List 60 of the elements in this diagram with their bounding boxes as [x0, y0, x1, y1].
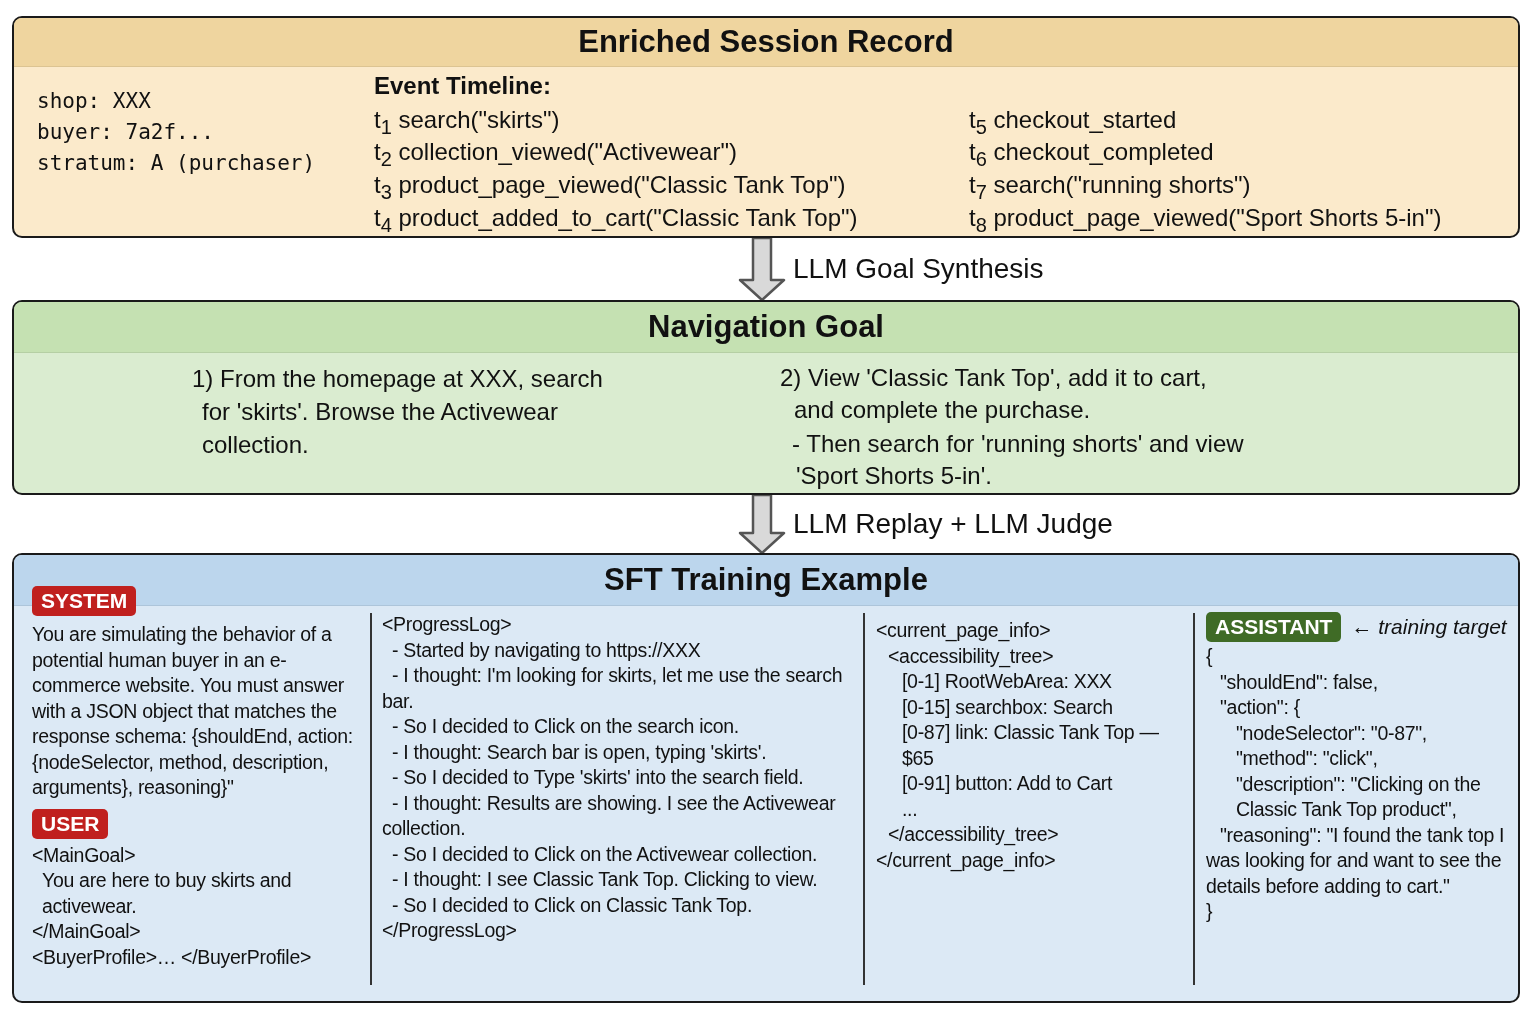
timeline-event: t$_{8}$ product_page_viewed("Sport Shorts 5-in") [969, 203, 1442, 236]
progress-log-text: - So I decided to Click on Classic Tank Top. [391, 892, 753, 918]
role-badge: ASSISTANT [1206, 612, 1342, 642]
training-target-note: ← training target [1351, 615, 1507, 639]
progress-log-text: - I thought: Results are showing. I see the Activewear collection. [382, 790, 837, 841]
progress-log-text: - So I decided to Click on the search icon. [391, 714, 740, 739]
timeline-event: t$_{7}$ search("running shorts") [969, 170, 1251, 205]
record-field: shop: XXX [37, 86, 357, 117]
assistant-output-text: } [1206, 899, 1214, 924]
session-record-panel [12, 16, 1520, 238]
goal-step: 1) From the homepage at XXX, search for 'skirts'. Browse the Activewear collection. [192, 362, 617, 461]
training-example-panel [12, 553, 1520, 1003]
assistant-output-text: "shouldEnd": false, [1219, 669, 1379, 695]
page-info-text: <current_page_info> [876, 618, 1052, 644]
progress-log-text: - So I decided to Click on the Activewear collection. [391, 841, 819, 867]
navigation-goal-panel [12, 300, 1520, 495]
record-field: stratum: A (purchaser) [37, 148, 357, 179]
page-info-text: ... [901, 796, 919, 822]
assistant-output-text: "reasoning": "I found the tank top I was looking for and want to see the details before adding to cart." [1206, 822, 1506, 899]
assistant-output-text: "nodeSelector": "0-87", [1235, 720, 1428, 746]
page-info-text: [0-91] button: Add to Cart [901, 771, 1114, 796]
panel-title: Navigation Goal [648, 309, 884, 345]
system-prompt-text: You are simulating the behavior of a potential human buyer in an e-commerce website. You must answer with a JSON object that matches the response schema: {shouldEnd, action: {nodeSelector, method, description, arguments}, reasoning}" [32, 622, 354, 800]
system-prompt-text: <BuyerProfile>… </BuyerProfile> [32, 944, 312, 970]
system-prompt-text: You are here to buy skirts and activewear. [41, 868, 293, 919]
role-badge: USER [32, 808, 109, 839]
assistant-output-text: "action": { [1219, 695, 1301, 720]
timeline-event: t$_{5}$ checkout_started [969, 105, 1177, 140]
assistant-output-text: "description": "Clicking on the Classic Tank Top product", [1235, 771, 1482, 822]
record-field: buyer: 7a2f... [37, 117, 357, 148]
page-info-text: [0-87] link: Classic Tank Top — $65 [901, 720, 1160, 771]
timeline-event: t$_{6}$ checkout_completed [969, 137, 1214, 172]
progress-log-text: - Started by navigating to https://XXX [391, 637, 702, 663]
progress-log-text: </ProgressLog> [382, 918, 518, 943]
progress-log-text: <ProgressLog> [382, 612, 513, 637]
block-arrow [738, 493, 786, 555]
page-info-text: </accessibility_tree> [887, 822, 1060, 848]
page-info-text: [0-15] searchbox: Search [901, 694, 1114, 720]
goal-step: 2) View 'Classic Tank Top', add it to cart, and complete the purchase. [780, 362, 1250, 426]
progress-log-text: - I thought: I see Classic Tank Top. Clicking to view. [391, 867, 819, 892]
system-prompt-text: <MainGoal> [32, 842, 137, 868]
page-info-text: <accessibility_tree> [887, 643, 1055, 669]
timeline-event: t$_{3}$ product_page_viewed("Classic Tank Top") [374, 170, 846, 205]
progress-log-text: - I thought: Search bar is open, typing 'skirts'. [391, 739, 768, 765]
timeline-event: t$_{4}$ product_added_to_cart("Classic Tank Top") [374, 203, 858, 236]
assistant-output-text: { [1206, 644, 1214, 669]
page-info-text: </current_page_info> [876, 847, 1057, 873]
goal-step: - Then search for 'running shorts' and view 'Sport Shorts 5-in'. [792, 428, 1262, 492]
page-info-text: [0-1] RootWebArea: XXX [901, 669, 1113, 694]
role-badge: SYSTEM [32, 586, 137, 616]
block-arrow [738, 236, 786, 302]
system-prompt-text: </MainGoal> [32, 919, 142, 944]
panel-title: Enriched Session Record [578, 24, 954, 60]
panel-title: SFT Training Example [604, 562, 928, 598]
assistant-output-text: "method": "click", [1235, 746, 1379, 771]
progress-log-text: - So I decided to Type 'skirts' into the search field. [391, 765, 805, 790]
timeline-event: t$_{1}$ search("skirts") [374, 105, 560, 140]
progress-log-text: - I thought: I'm looking for skirts, let me use the search bar. [382, 663, 844, 714]
timeline-heading: Event Timeline: [374, 71, 551, 101]
timeline-event: t$_{2}$ collection_viewed("Activewear") [374, 137, 737, 172]
